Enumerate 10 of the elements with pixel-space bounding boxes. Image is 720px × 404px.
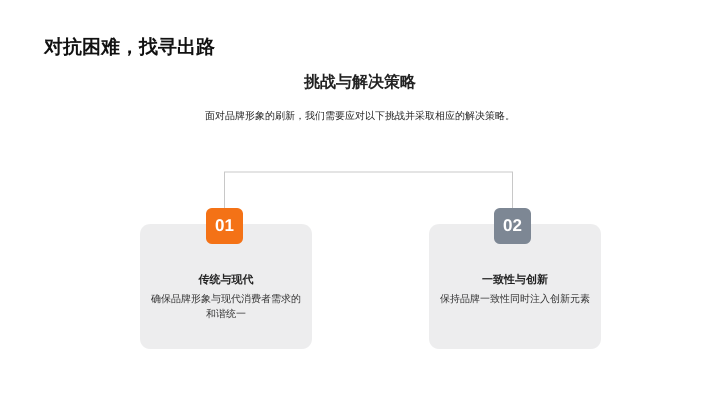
card-heading: 一致性与创新 <box>482 272 548 287</box>
description: 确保品牌形象与现代消费者需求的和谐统一 <box>151 293 301 322</box>
number-badge: 02 <box>494 208 531 244</box>
description: 保持品牌一致性同时注入创新元素 <box>440 293 590 307</box>
number-badge: 01 <box>206 208 243 244</box>
connector-line <box>224 172 513 208</box>
card-heading: 传统与现代 <box>198 272 254 287</box>
subtitle: 面对品牌形象的刷新，我们需要应对以下挑战并采取相应的解决策略。 <box>205 111 515 122</box>
section-heading: 挑战与解决策略 <box>304 72 416 91</box>
page-title: 对抗困难，找寻出路 <box>44 35 215 60</box>
